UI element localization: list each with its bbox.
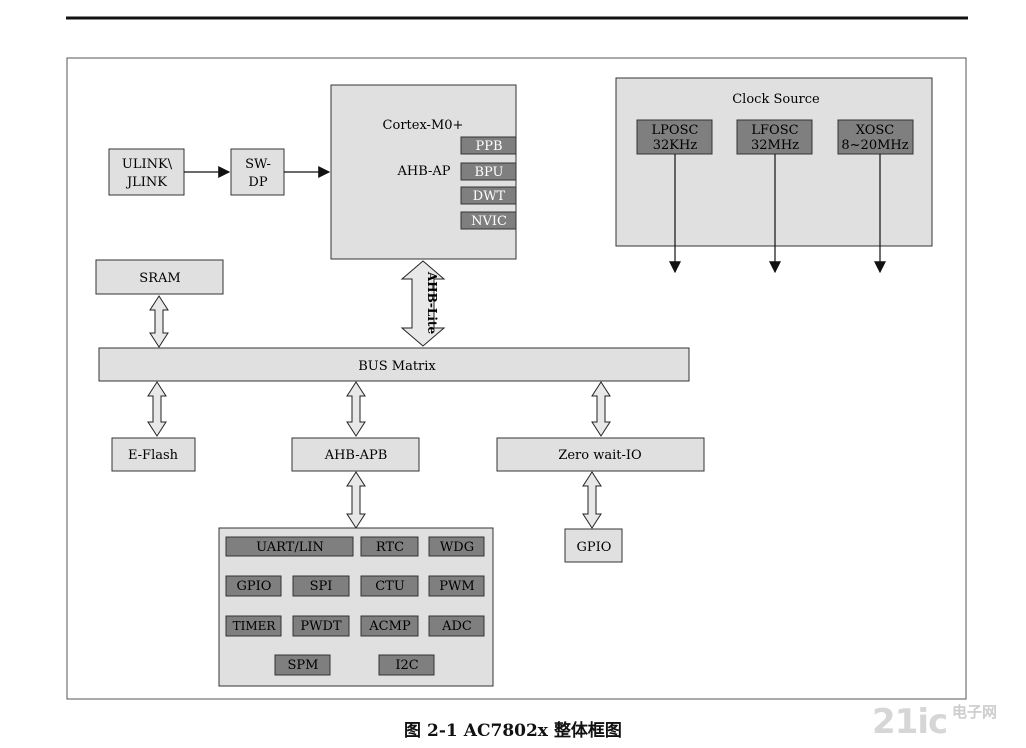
lfosc-label-1: LFOSC — [751, 123, 798, 138]
timer-box — [225, 615, 282, 637]
uart-label: UART/LIN — [256, 540, 324, 555]
caption-number: 2-1 — [427, 721, 458, 741]
caption-prefix: 图 — [404, 721, 422, 741]
clock-source-block — [615, 77, 933, 247]
caption-suffix: 整体框图 — [553, 721, 622, 741]
pwdt-label: PWDT — [300, 619, 342, 634]
nvic-label: NVIC — [471, 214, 507, 229]
gpio-out-box — [564, 528, 623, 563]
bpu-box — [460, 162, 517, 181]
arrow-bus-eflash — [147, 381, 167, 437]
gpio-out-label: GPIO — [577, 540, 612, 555]
xosc-label-2: 8~20MHz — [841, 138, 908, 153]
arrow-bus-zerowait — [591, 381, 611, 437]
ppb-box — [460, 136, 517, 155]
ahb-apb-label: AHB-APB — [324, 448, 388, 463]
bus-matrix-box — [98, 347, 690, 382]
dwt-label: DWT — [473, 189, 506, 204]
eflash-label: E-Flash — [128, 448, 179, 463]
bpu-label: BPU — [474, 165, 503, 180]
dwt-box — [460, 186, 517, 205]
arrow-ahb-lite — [400, 260, 446, 347]
bus-matrix-label: BUS Matrix — [358, 359, 436, 374]
acmp-label: ACMP — [368, 619, 411, 634]
pwm-box — [428, 575, 485, 597]
watermark: 21ic 电子网 — [872, 702, 1022, 746]
caption-title: AC7802x — [463, 721, 548, 741]
lfosc-label-2: 32MHz — [751, 138, 799, 153]
lposc-label-2: 32KHz — [653, 138, 698, 153]
rtc-label: RTC — [376, 540, 404, 555]
arrow-zerowait-gpio — [582, 471, 602, 529]
ahb-apb-box — [291, 437, 420, 472]
eflash-box — [111, 437, 196, 472]
ctu-box — [360, 575, 419, 597]
ctu-label: CTU — [375, 579, 405, 594]
rtc-box — [360, 536, 419, 557]
swdp-label-1: SW- — [245, 157, 271, 172]
xosc-label-1: XOSC — [856, 123, 895, 138]
pwdt-box — [292, 615, 350, 637]
wdg-label: WDG — [440, 540, 474, 555]
pwm-label: PWM — [439, 579, 474, 594]
zero-wait-io-label: Zero wait-IO — [558, 448, 641, 463]
zero-wait-io-box — [496, 437, 705, 472]
ulink-label-1: ULINK\ — [122, 157, 173, 172]
arrow-sram-bus — [149, 295, 169, 348]
watermark-logo: 21ic — [872, 702, 948, 742]
i2c-label: I2C — [395, 658, 418, 673]
watermark-text: 电子网 — [952, 703, 998, 721]
cortex-label: Cortex-M0+ — [383, 118, 464, 133]
clock-source-label: Clock Source — [732, 92, 820, 107]
ulink-label-2: JLINK — [125, 175, 167, 190]
ulink-box — [108, 148, 185, 196]
swdp-label-2: DP — [248, 175, 267, 190]
uart-box — [225, 536, 354, 557]
gpio-label: GPIO — [237, 579, 272, 594]
wdg-box — [428, 536, 485, 557]
spi-box — [292, 575, 350, 597]
gpio-box — [225, 575, 282, 597]
timer-label: TIMER — [233, 619, 277, 633]
adc-box — [428, 615, 485, 637]
adc-label: ADC — [441, 619, 472, 634]
spi-label: SPI — [310, 579, 333, 594]
acmp-box — [360, 615, 419, 637]
ahb-lite-label: AHB-Lite — [425, 271, 439, 335]
arrow-bus-ahbapb — [346, 381, 366, 437]
nvic-box — [460, 211, 517, 230]
ppb-label: PPB — [475, 139, 502, 154]
sram-box — [95, 259, 224, 295]
ahb-ap-label: AHB-AP — [396, 164, 450, 179]
spm-label: SPM — [288, 658, 319, 673]
xosc-box — [837, 119, 914, 155]
swdp-box — [230, 148, 285, 196]
lposc-label-1: LPOSC — [652, 123, 699, 138]
i2c-box — [378, 654, 435, 676]
sram-label: SRAM — [139, 271, 180, 286]
spm-box — [274, 654, 331, 676]
